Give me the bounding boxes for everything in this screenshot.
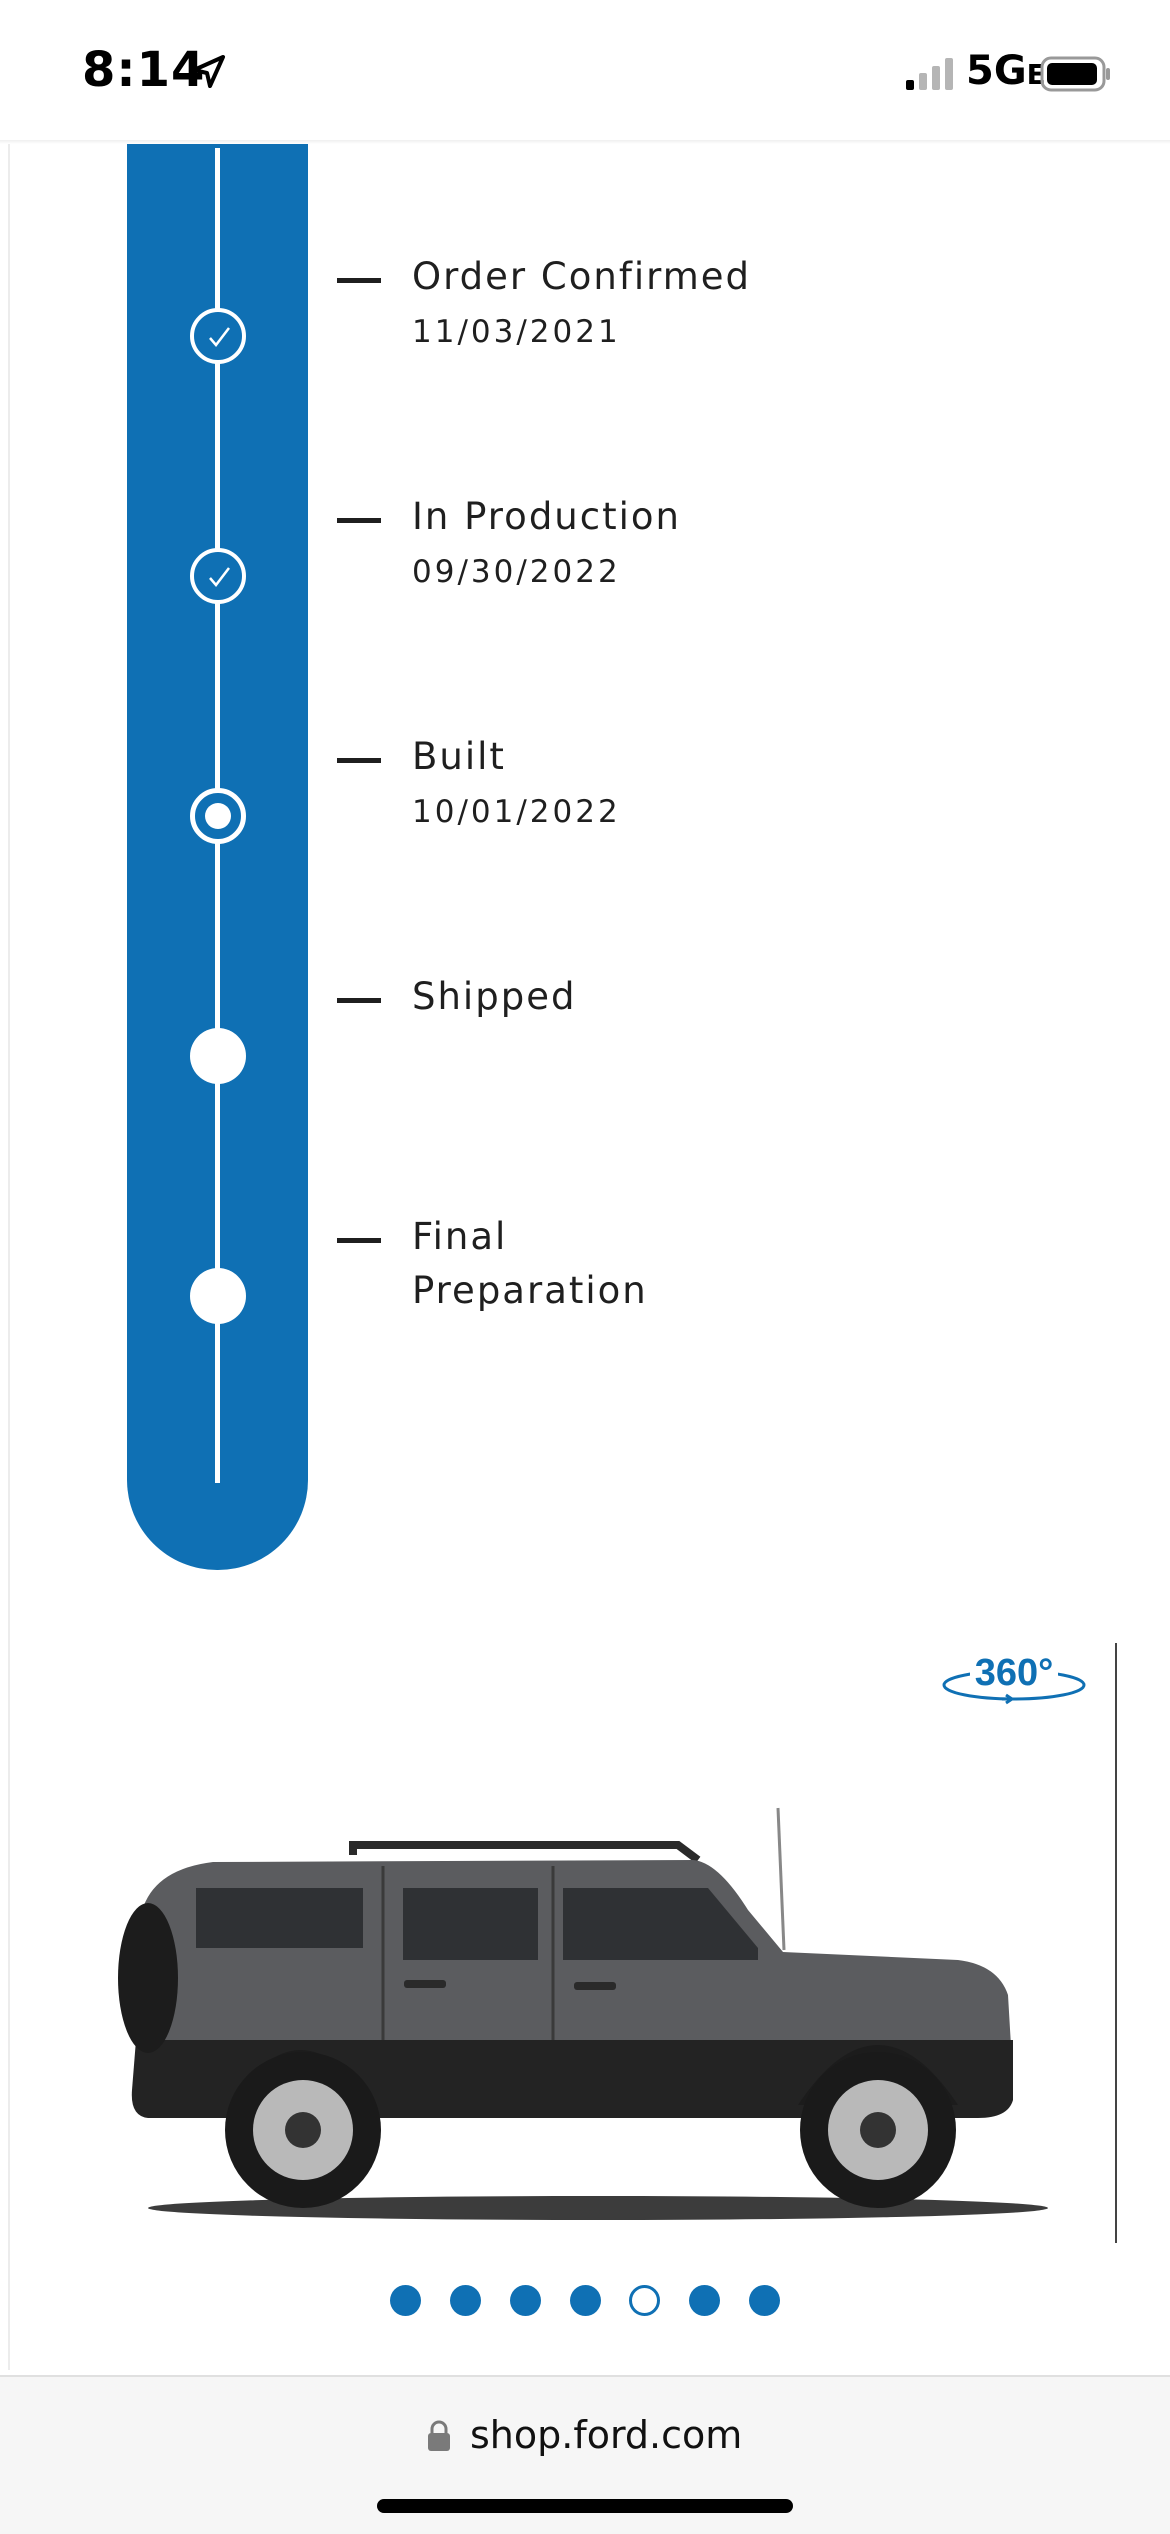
step-dash — [337, 518, 381, 523]
rotate-360-label: 360° — [975, 1652, 1054, 1694]
location-arrow-icon — [192, 55, 225, 88]
step-dash — [337, 1238, 381, 1243]
step-dash — [337, 758, 381, 763]
step-final-preparation-label: Final Preparation — [412, 1215, 648, 1312]
step-built-date: 10/01/2022 — [412, 794, 621, 830]
network-indicator: 5GE — [966, 48, 1046, 94]
step-order-confirmed-check-icon — [190, 308, 246, 364]
carousel-dot[interactable] — [570, 2285, 601, 2316]
step-dash — [337, 998, 381, 1003]
step-built-label: Built — [412, 735, 506, 778]
network-type: 5G — [966, 48, 1027, 94]
status-bar: 8:14 5GE — [0, 0, 1170, 140]
carousel-dot[interactable] — [390, 2285, 421, 2316]
step-shipped-pending-icon — [190, 1028, 246, 1084]
carousel-dot[interactable] — [689, 2285, 720, 2316]
carousel-dot[interactable] — [450, 2285, 481, 2316]
vehicle-side-view-image[interactable] — [118, 1800, 1068, 2240]
rotate-360-icon[interactable]: 360° — [940, 1645, 1088, 1705]
carousel-dot-active[interactable] — [629, 2285, 660, 2316]
step-final-preparation-pending-icon — [190, 1268, 246, 1324]
step-in-production-date: 09/30/2022 — [412, 554, 621, 590]
battery-icon — [1040, 56, 1110, 92]
browser-address-bar[interactable]: shop.ford.com — [0, 2375, 1170, 2534]
content-edge — [8, 140, 10, 2370]
viewer-divider — [1115, 1643, 1117, 2243]
step-shipped-label: Shipped — [412, 975, 577, 1018]
status-time: 8:14 — [82, 42, 206, 98]
cellular-signal-icon — [906, 58, 953, 90]
step-in-production-label: In Production — [412, 495, 681, 538]
home-indicator[interactable] — [377, 2499, 793, 2513]
carousel-dot[interactable] — [749, 2285, 780, 2316]
step-order-confirmed-label: Order Confirmed — [412, 255, 751, 298]
browser-url[interactable]: shop.ford.com — [470, 2413, 743, 2457]
step-order-confirmed-date: 11/03/2021 — [412, 314, 621, 350]
step-in-production-check-icon — [190, 548, 246, 604]
lock-icon — [428, 2420, 450, 2451]
step-dash — [337, 278, 381, 283]
header-shadow — [0, 138, 1170, 144]
carousel-dot[interactable] — [510, 2285, 541, 2316]
step-built-current-icon — [190, 788, 246, 844]
